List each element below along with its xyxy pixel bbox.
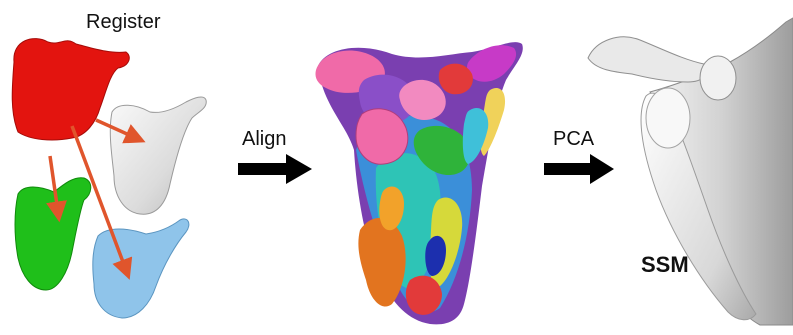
scapula-green-icon: [15, 178, 91, 290]
ssm-glenoid: [700, 56, 736, 100]
ssm-label: SSM: [641, 252, 689, 278]
pca-label: PCA: [553, 128, 594, 151]
align-label: Align: [242, 128, 286, 151]
align-arrow-icon: [238, 154, 312, 184]
scapula-blue-icon: [93, 219, 189, 318]
register-label: Register: [86, 11, 160, 34]
pca-arrow-icon: [544, 154, 614, 184]
register-group: [12, 39, 206, 318]
aligned-scapulae-stack-icon: [315, 42, 522, 324]
scapula-white-icon: [110, 97, 206, 214]
ssm-mean-scapula-icon: [588, 18, 793, 325]
